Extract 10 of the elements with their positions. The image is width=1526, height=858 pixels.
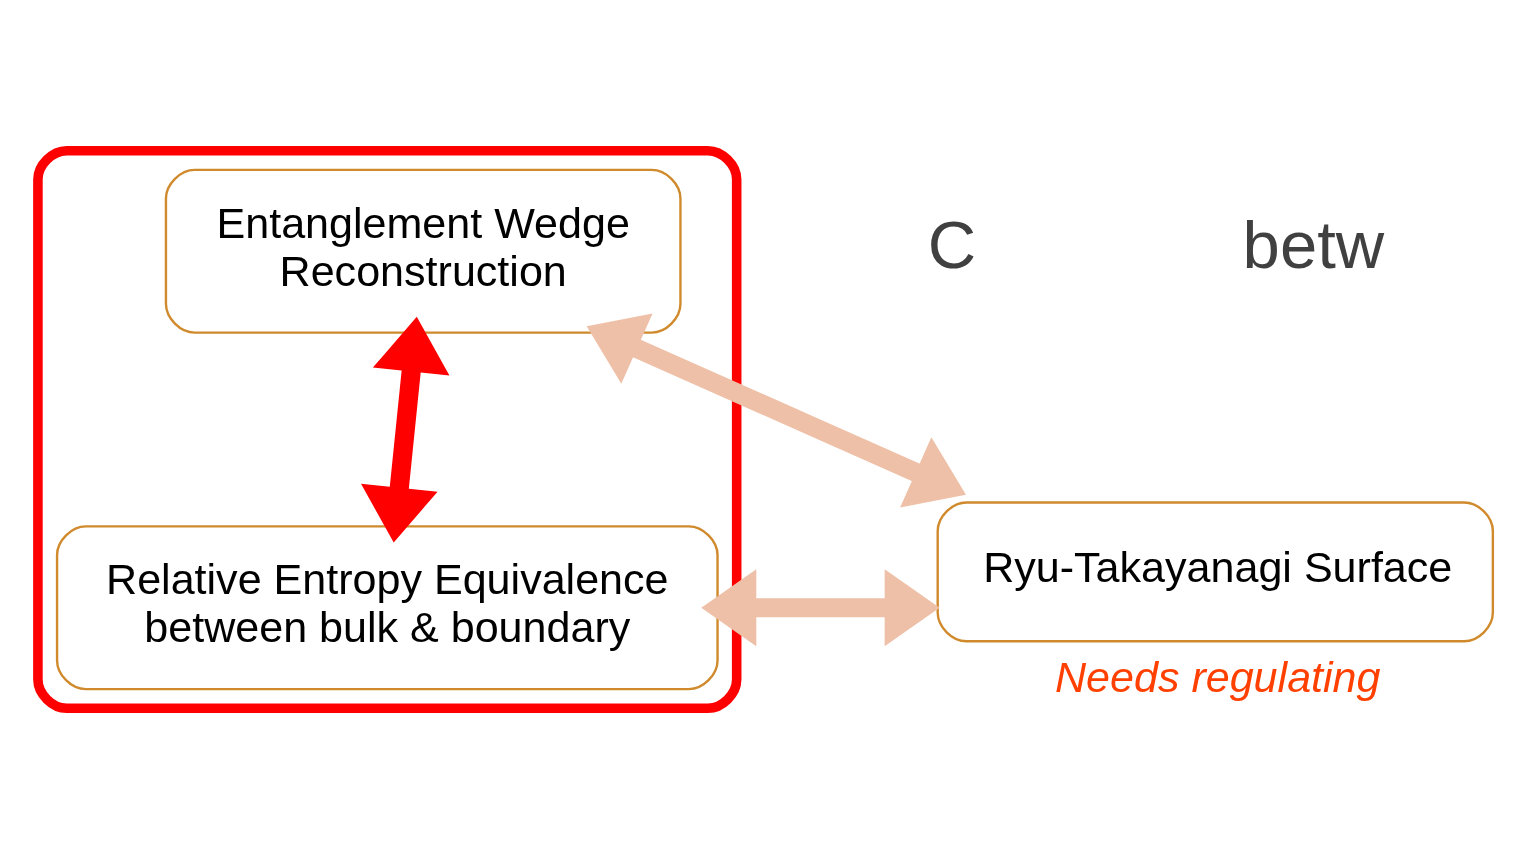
label: C [927,206,977,282]
arrow [361,316,450,542]
arrow [586,312,966,508]
node-box: Entanglement Wedge Reconstruction [164,168,682,334]
node-label: Needs regulating [1054,652,1381,701]
cluster [33,145,742,713]
node-box: Relative Entropy Equivalence between bulk & boundary [55,524,719,690]
node-box: Ryu-Takayanagi Surface [936,500,1495,642]
arrow [701,568,940,646]
label: betw [1242,206,1385,282]
